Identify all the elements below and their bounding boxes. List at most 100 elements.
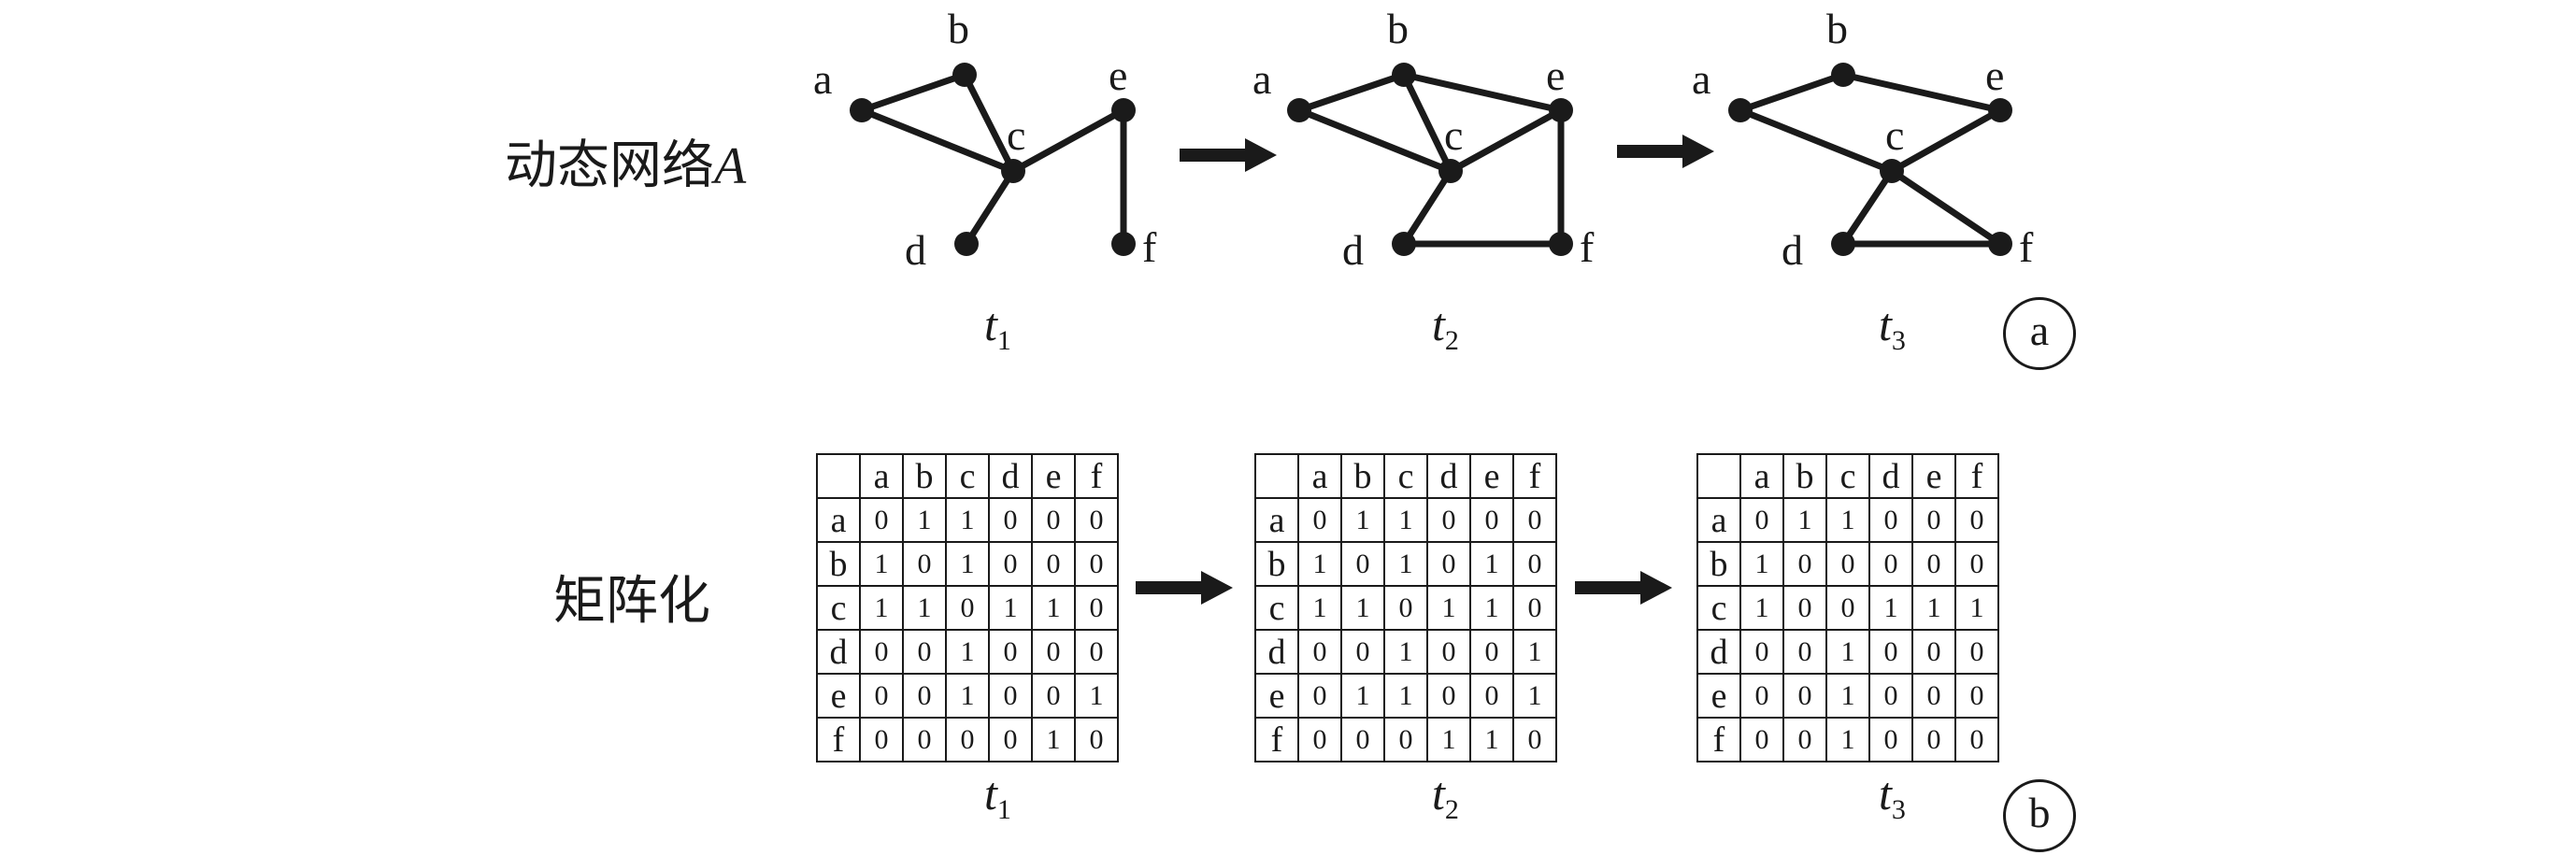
edge-b-c <box>961 71 1017 175</box>
matrix-row-header: f <box>1254 717 1299 762</box>
matrix-cell: 0 <box>1074 585 1119 631</box>
node-a <box>850 98 874 122</box>
panel-badge-b: b <box>2003 779 2076 852</box>
time-label-matrix-t3: t3 <box>1879 766 1906 826</box>
matrix-cell: 1 <box>1825 629 1870 675</box>
matrix-cell: 0 <box>1954 673 1999 719</box>
matrix-row-header: d <box>1696 629 1741 675</box>
matrix-cell: 0 <box>1782 629 1827 675</box>
matrix-col-header: e <box>1031 453 1076 499</box>
dynamic-network-label-text: 动态网络 <box>505 135 714 196</box>
node-label-f: f <box>2019 223 2034 271</box>
node-e <box>1988 98 2012 122</box>
matrix-cell: 0 <box>1512 585 1557 631</box>
node-label-e: e <box>1546 51 1565 99</box>
matrix-cell: 0 <box>988 541 1033 587</box>
matrix-cell: 0 <box>1340 629 1385 675</box>
matrix-cell: 1 <box>1297 585 1342 631</box>
time-label-sub: 2 <box>1444 794 1459 825</box>
node-e <box>1111 98 1136 122</box>
matrix-cell: 0 <box>859 717 904 762</box>
matrix-cell: 1 <box>1911 585 1956 631</box>
matrix-cell: 0 <box>1340 717 1385 762</box>
matrix-cell: 1 <box>902 585 947 631</box>
time-label-base: t <box>1879 298 1892 350</box>
time-label-matrix-t1: t1 <box>984 766 1011 826</box>
matrix-cell: 0 <box>1297 497 1342 543</box>
time-label-graph-t1: t1 <box>984 297 1011 357</box>
matrix-cell: 0 <box>1782 585 1827 631</box>
node-label-a: a <box>1692 55 1710 103</box>
network-graph-t3: a b c d e f <box>1692 5 2034 274</box>
matrix-row-header: e <box>1254 673 1299 719</box>
matrix-cell: 0 <box>1512 717 1557 762</box>
matrix-cell: 0 <box>1782 717 1827 762</box>
node-a <box>1287 98 1311 122</box>
matrix-cell: 0 <box>1954 629 1999 675</box>
node-b <box>952 63 977 87</box>
matrix-row-header: a <box>1696 497 1741 543</box>
node-d <box>954 232 979 256</box>
node-label-b: b <box>1826 5 1848 52</box>
matrix-cell: 0 <box>1426 673 1471 719</box>
matrix-cell: 0 <box>1825 541 1870 587</box>
matrix-cell: 1 <box>1426 585 1471 631</box>
matrix-cell: 0 <box>1426 541 1471 587</box>
matrix-row-label: 矩阵化 <box>553 571 710 632</box>
edge-b-c <box>1400 71 1454 175</box>
network-graph-t2: a b c d e f <box>1252 5 1595 274</box>
time-label-base: t <box>1432 298 1445 350</box>
node-label-c: c <box>1444 111 1463 159</box>
matrix-cell: 1 <box>1782 497 1827 543</box>
matrix-cell: 1 <box>1340 585 1385 631</box>
matrix-cell: 0 <box>1074 629 1119 675</box>
edge-c-d <box>963 167 1017 248</box>
matrix-cell: 0 <box>1782 673 1827 719</box>
time-label-sub: 1 <box>996 794 1011 825</box>
matrix-cell: 0 <box>1340 541 1385 587</box>
node-b <box>1831 63 1855 87</box>
matrix-cell: 0 <box>988 497 1033 543</box>
time-label-graph-t3: t3 <box>1879 297 1906 357</box>
matrix-cell: 0 <box>1868 629 1913 675</box>
matrix-cell: 0 <box>1911 497 1956 543</box>
matrix-cell: 0 <box>1512 541 1557 587</box>
matrix-cell: 0 <box>1739 717 1784 762</box>
matrix-cell: 1 <box>1383 497 1428 543</box>
matrix-cell: 0 <box>945 717 990 762</box>
time-label-matrix-t2: t2 <box>1432 766 1459 826</box>
edge-a-b <box>1295 71 1408 114</box>
edge-a-c <box>1295 107 1454 175</box>
matrix-cell: 1 <box>859 585 904 631</box>
matrix-cell: 0 <box>1868 541 1913 587</box>
node-label-f: f <box>1580 223 1595 271</box>
matrix-cell: 0 <box>988 673 1033 719</box>
node-c <box>1880 159 1904 183</box>
node-label-d: d <box>1342 226 1364 274</box>
matrix-cell: 0 <box>1954 717 1999 762</box>
edge-a-c <box>1737 107 1896 175</box>
node-c <box>1001 159 1025 183</box>
matrix-col-header: b <box>902 453 947 499</box>
matrix-col-header: c <box>1825 453 1870 499</box>
network-graph-t1: a b c d e f <box>813 5 1157 274</box>
matrix-cell: 1 <box>1512 673 1557 719</box>
matrix-row-header: f <box>1696 717 1741 762</box>
edge-a-b <box>858 71 968 114</box>
time-label-sub: 1 <box>996 325 1011 356</box>
matrix-cell: 0 <box>1297 717 1342 762</box>
matrix-cell: 1 <box>988 585 1033 631</box>
dynamic-network-label-var: A <box>714 137 747 195</box>
node-d <box>1392 232 1416 256</box>
node-label-c: c <box>1007 111 1025 159</box>
